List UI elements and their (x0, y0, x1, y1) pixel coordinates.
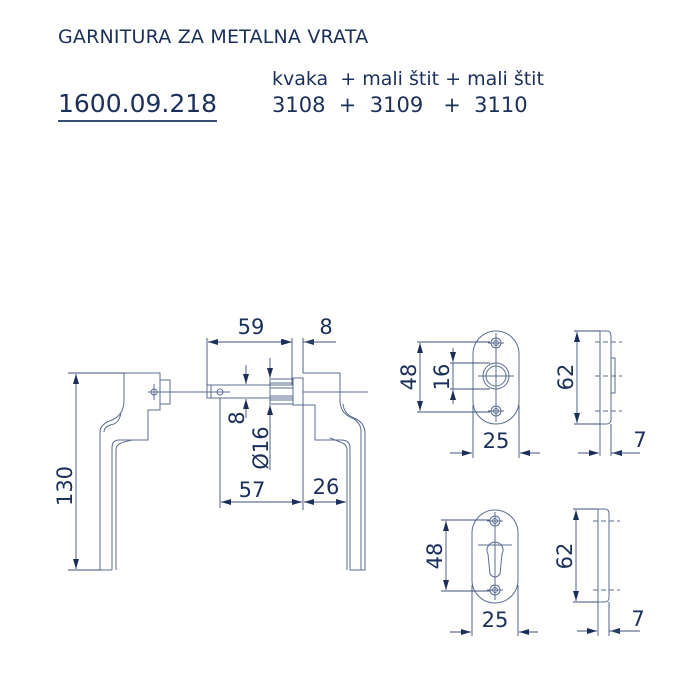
dim-label-57: 57 (239, 478, 266, 502)
dimension-rose-top-16: 16 (430, 348, 490, 404)
dim-label-59: 59 (238, 315, 265, 339)
dim-label-diameter-16: Ø16 (249, 426, 273, 469)
dimension-offset-26: 26 (304, 475, 346, 505)
dimension-square-8: 8 (225, 365, 249, 425)
dim-label-130: 130 (53, 466, 77, 506)
rose-top-front (472, 330, 520, 425)
dimension-rose-bottom-62: 62 (553, 508, 598, 603)
dimension-gap-8: 8 (279, 315, 336, 373)
dim-label-62-bottom: 62 (553, 543, 577, 570)
dim-label-7-bottom: 7 (631, 607, 644, 631)
dim-label-25-top: 25 (483, 429, 510, 453)
dim-label-8-top: 8 (319, 315, 332, 339)
dim-label-62-top: 62 (554, 364, 578, 391)
dimension-height-130: 130 (53, 372, 124, 571)
parts-codes: 3108 + 3109 + 3110 (272, 93, 528, 117)
rose-top-side (595, 330, 622, 456)
dim-label-48-bottom: 48 (423, 543, 447, 570)
left-handle (99, 372, 230, 571)
dim-label-8-square: 8 (225, 411, 249, 424)
dim-label-7-top: 7 (633, 428, 646, 452)
dim-label-48-top: 48 (397, 364, 421, 391)
dim-label-25-bottom: 25 (482, 608, 509, 632)
dimension-rose-top-7: 7 (578, 424, 647, 456)
right-handle (303, 372, 368, 571)
product-code: 1600.09.218 (58, 89, 218, 122)
dimension-rose-top-25: 25 (450, 405, 540, 458)
dim-label-26: 26 (313, 475, 340, 499)
dimension-diameter-16: Ø16 (249, 358, 273, 470)
dimension-rose-bottom-25: 25 (450, 585, 538, 636)
dimension-rose-top-48: 48 (397, 341, 490, 413)
rose-bottom-front (471, 509, 519, 604)
dimension-rose-top-62: 62 (554, 330, 600, 425)
dimension-projection-57: 57 (219, 398, 304, 510)
dimension-spindle-59: 59 (206, 315, 293, 385)
dimension-rose-bottom-7: 7 (577, 602, 645, 636)
parts-names: kvaka + mali štit + mali štit (272, 68, 544, 90)
dimension-rose-bottom-48: 48 (423, 519, 490, 592)
dim-label-16: 16 (430, 364, 454, 391)
sheet-title: GARNITURA ZA METALNA VRATA (58, 26, 369, 48)
rose-bottom-side (593, 508, 620, 636)
